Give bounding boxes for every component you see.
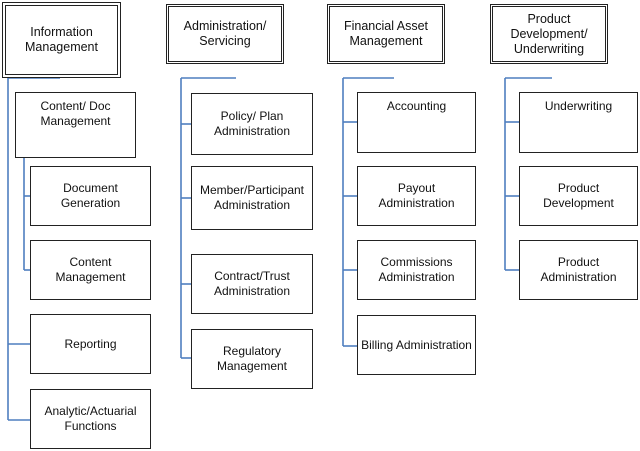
node-document-generation: Document Generation [30,166,151,226]
node-contract-trust-administration: Contract/Trust Administration [191,254,313,314]
node-product-development: Product Development [519,166,638,226]
node-billing-administration: Billing Administration [357,315,476,375]
header-label: Administration/ Servicing [183,19,267,48]
header-product-development-underwriting: Product Development/ Underwriting [490,4,608,64]
node-accounting: Accounting [357,92,476,153]
node-reporting: Reporting [30,314,151,374]
node-content-doc-management: Content/ Doc Management [15,92,136,158]
header-label: Financial Asset Management [343,19,429,48]
node-payout-administration: Payout Administration [357,166,476,226]
header-label: Product Development/ Underwriting [510,11,588,56]
node-regulatory-management: Regulatory Management [191,329,313,389]
header-financial-asset-management: Financial Asset Management [327,4,445,64]
node-analytic-actuarial-functions: Analytic/Actuarial Functions [30,389,151,449]
node-content-management: Content Management [30,240,151,300]
node-policy-plan-administration: Policy/ Plan Administration [191,93,313,155]
header-administration-servicing: Administration/ Servicing [166,4,284,64]
header-information-management: Information Management [2,2,121,78]
node-product-administration: Product Administration [519,240,638,300]
node-commissions-administration: Commissions Administration [357,240,476,300]
node-member-participant-administration: Member/Participant Administration [191,166,313,230]
node-underwriting: Underwriting [519,92,638,153]
header-label: Information Management [25,25,98,54]
